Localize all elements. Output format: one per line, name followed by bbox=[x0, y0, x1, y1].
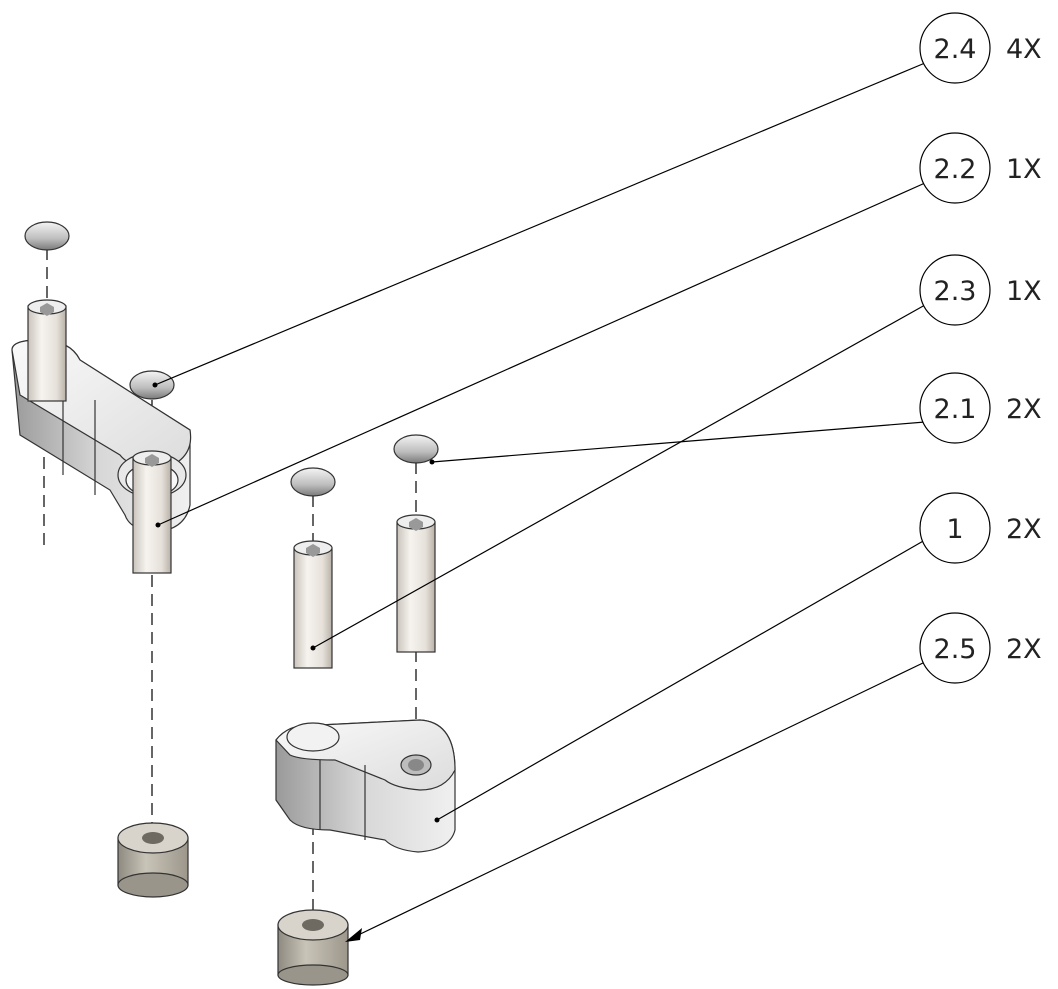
balloon-2-2: 2.2 1X bbox=[919, 132, 1042, 204]
balloon-item-label: 2.4 bbox=[934, 34, 977, 65]
balloon-qty-label: 2X bbox=[1006, 634, 1042, 665]
balloon-qty-label: 1X bbox=[1006, 154, 1042, 185]
balloon-1: 1 2X bbox=[919, 492, 1042, 564]
leader-lines bbox=[152, 62, 926, 942]
spacer-left bbox=[117, 822, 189, 898]
balloon-item-label: 2.5 bbox=[934, 634, 977, 665]
bracket-right bbox=[275, 719, 456, 853]
balloon-2-3: 2.3 1X bbox=[919, 254, 1042, 326]
cap-3 bbox=[290, 467, 336, 497]
balloon-item-label: 1 bbox=[946, 514, 963, 545]
screw-4 bbox=[396, 514, 436, 653]
balloon-qty-label: 2X bbox=[1006, 514, 1042, 545]
balloon-qty-label: 2X bbox=[1006, 394, 1042, 425]
screw-2 bbox=[132, 450, 172, 574]
cap-2 bbox=[129, 370, 175, 400]
screw-1 bbox=[27, 299, 67, 402]
screw-3 bbox=[293, 540, 333, 669]
balloon-2-5: 2.5 2X bbox=[919, 612, 1042, 684]
balloon-qty-label: 4X bbox=[1006, 34, 1042, 65]
spacer-right bbox=[277, 909, 349, 986]
balloon-item-label: 2.1 bbox=[934, 394, 977, 425]
balloon-2-1: 2.1 2X bbox=[919, 372, 1042, 444]
cap-4 bbox=[393, 434, 439, 464]
cap-1 bbox=[24, 221, 70, 251]
balloon-item-label: 2.3 bbox=[934, 276, 977, 307]
balloon-item-label: 2.2 bbox=[934, 154, 977, 185]
arrowhead bbox=[345, 928, 362, 942]
balloon-2-4: 2.4 4X bbox=[919, 12, 1042, 84]
balloon-qty-label: 1X bbox=[1006, 276, 1042, 307]
